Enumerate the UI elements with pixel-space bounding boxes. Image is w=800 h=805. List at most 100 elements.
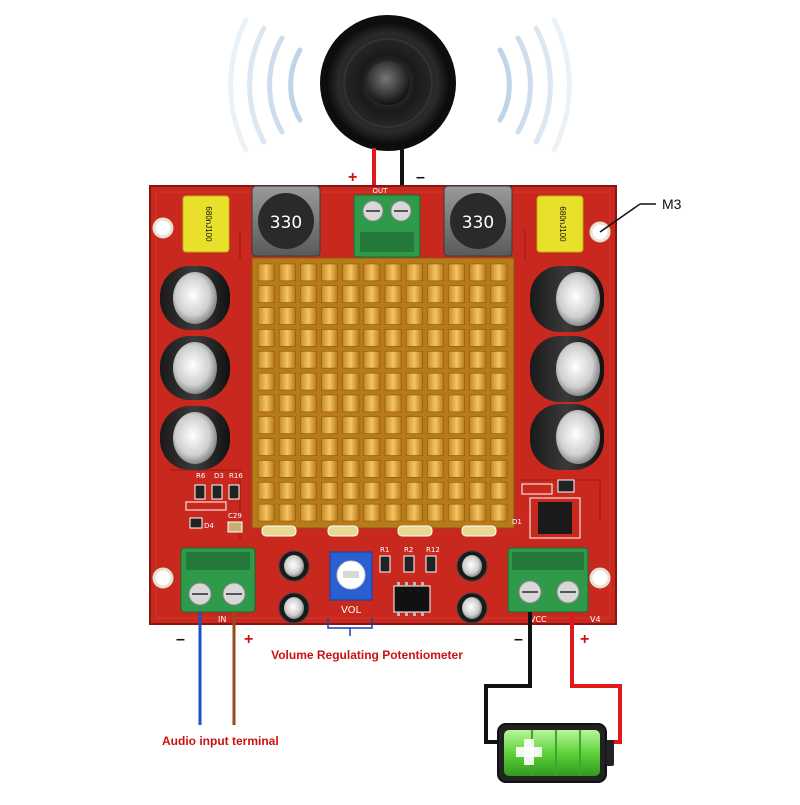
- electrolytic-capacitors-left: [160, 266, 230, 470]
- heatsink-fin: [321, 416, 339, 434]
- heatsink-fin: [342, 503, 360, 522]
- svg-text:IN: IN: [218, 615, 226, 624]
- heatsink-fin: [342, 350, 360, 369]
- heatsink-fin: [469, 481, 487, 500]
- svg-text:V4: V4: [590, 615, 601, 624]
- heatsink-fin: [278, 438, 296, 456]
- speaker-plus-label: +: [348, 169, 357, 186]
- heatsink-fin: [469, 372, 487, 391]
- heatsink-fin: [299, 329, 317, 347]
- heatsink-fin: [321, 372, 339, 391]
- heatsink-fin: [257, 350, 275, 369]
- heatsink-fin: [299, 372, 317, 391]
- heatsink-fin: [469, 329, 487, 347]
- heatsink-fin: [384, 394, 402, 413]
- heatsink-fin: [469, 263, 487, 282]
- heatsink-fin: [342, 481, 360, 500]
- svg-text:330: 330: [270, 213, 302, 233]
- heatsink-fin: [342, 372, 360, 391]
- svg-text:VCC: VCC: [530, 615, 547, 624]
- heatsink-fin: [426, 503, 444, 522]
- heatsink-fin: [405, 394, 423, 413]
- heatsink-fin: [426, 350, 444, 369]
- power-plus-label: +: [580, 631, 589, 648]
- heatsink-fin: [299, 307, 317, 325]
- svg-text:R6: R6: [196, 472, 206, 480]
- heatsink-fin: [426, 372, 444, 391]
- heatsink-fin: [490, 460, 508, 478]
- yellow-capacitor-left: 680nJ100: [182, 195, 230, 253]
- heatsink-fin: [448, 329, 466, 347]
- heatsink-fin: [490, 307, 508, 325]
- audio-input-label: Audio input terminal: [162, 734, 279, 748]
- heatsink-fin: [448, 263, 466, 282]
- heatsink-fin: [299, 350, 317, 369]
- heatsink-fin: [278, 503, 296, 522]
- svg-text:103: 103: [343, 561, 358, 570]
- heatsink-fin: [469, 394, 487, 413]
- heatsink-fin: [405, 503, 423, 522]
- heatsink-fin: [448, 416, 466, 434]
- volume-potentiometer: 103 VOL: [329, 551, 373, 616]
- heatsink-fin: [342, 438, 360, 456]
- svg-text:R1: R1: [380, 546, 389, 554]
- heatsink-fin: [490, 503, 508, 522]
- heatsink-fin: [257, 263, 275, 282]
- heatsink-fin: [278, 350, 296, 369]
- heatsink-fin: [257, 460, 275, 478]
- svg-text:680nJ100: 680nJ100: [204, 206, 213, 242]
- heatsink-fin: [490, 394, 508, 413]
- heatsink-fin: [257, 438, 275, 456]
- heatsink-fin: [405, 285, 423, 303]
- heatsink-fin: [321, 263, 339, 282]
- heatsink-fin: [490, 350, 508, 369]
- heatsink-fin: [299, 481, 317, 500]
- heatsink-fin: [321, 350, 339, 369]
- heatsink-fin: [257, 503, 275, 522]
- heatsink-fin: [257, 307, 275, 325]
- heatsink-fin: [448, 503, 466, 522]
- heatsink-fin: [257, 285, 275, 303]
- heatsink-fin: [363, 438, 381, 456]
- heatsink-fin: [405, 329, 423, 347]
- svg-text:D3: D3: [214, 472, 224, 480]
- heatsink-fin: [384, 503, 402, 522]
- heatsink-fin: [278, 416, 296, 434]
- heatsink: [251, 257, 515, 529]
- heatsink-fin: [448, 438, 466, 456]
- heatsink-fin: [448, 372, 466, 391]
- smd-components-right: D1: [512, 479, 581, 539]
- heatsink-fin: [278, 285, 296, 303]
- yellow-capacitor-right: 680nJ100: [536, 195, 584, 253]
- power-minus-label: –: [514, 631, 523, 648]
- heatsink-fin: [342, 307, 360, 325]
- heatsink-fin: [426, 438, 444, 456]
- heatsink-fin: [257, 329, 275, 347]
- heatsink-fin: [448, 460, 466, 478]
- heatsink-fin: [299, 416, 317, 434]
- heatsink-fin: [278, 481, 296, 500]
- heatsink-fin: [299, 394, 317, 413]
- heatsink-fin: [363, 372, 381, 391]
- battery-icon: [497, 723, 614, 783]
- heatsink-fin: [469, 350, 487, 369]
- heatsink-fin: [342, 416, 360, 434]
- heatsink-fin: [363, 416, 381, 434]
- power-terminal: VCC V4: [507, 547, 601, 624]
- sound-wave-icon: [228, 17, 572, 153]
- heatsink-fin: [299, 263, 317, 282]
- heatsink-fin: [321, 438, 339, 456]
- speaker-minus-label: –: [416, 169, 425, 186]
- heatsink-fin: [469, 416, 487, 434]
- heatsink-fin: [405, 350, 423, 369]
- svg-text:OUT: OUT: [373, 187, 389, 195]
- heatsink-fin: [448, 394, 466, 413]
- mounting-holes: [152, 217, 611, 589]
- heatsink-fin: [257, 481, 275, 500]
- heatsink-fin: [384, 460, 402, 478]
- svg-text:C29: C29: [228, 512, 242, 520]
- input-minus-label: –: [176, 631, 185, 648]
- heatsink-fin: [426, 329, 444, 347]
- heatsink-fin: [278, 394, 296, 413]
- heatsink-fin: [384, 307, 402, 325]
